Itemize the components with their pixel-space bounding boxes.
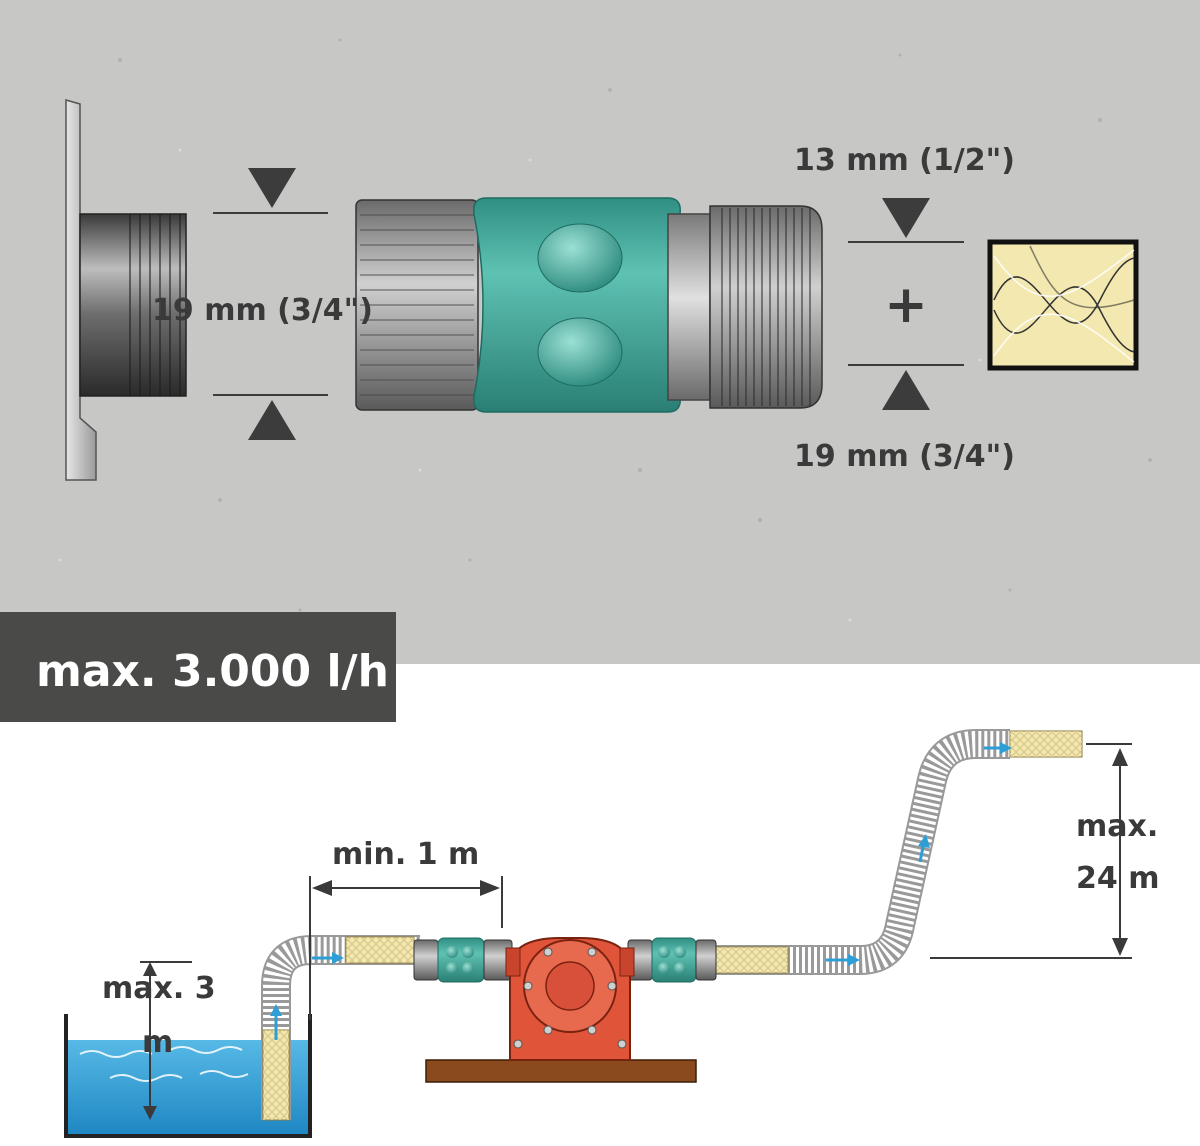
pump-outlet-connector — [627, 937, 717, 983]
delivery-height-label-line2: 24 m — [1076, 861, 1159, 896]
hose-section-icon — [987, 239, 1139, 371]
flow-rate-label: max. 3.000 l/h — [36, 646, 389, 697]
suction-height-dimension — [140, 961, 192, 1120]
flow-badge — [0, 612, 396, 722]
pump-outlet-thread — [65, 99, 187, 481]
thread-dimension-marker — [213, 168, 328, 440]
suction-hose — [261, 935, 420, 1121]
delivery-hose — [712, 729, 1083, 975]
plus-sign: + — [884, 275, 928, 335]
hose-size-small-label: 13 mm (1/2") — [794, 143, 1015, 178]
min-distance-dimension — [309, 876, 503, 1020]
min-distance-label: min. 1 m — [332, 837, 479, 872]
delivery-height-label-line1: max. — [1076, 809, 1158, 844]
hose-size-large-label: 19 mm (3/4") — [794, 439, 1015, 474]
suction-height-label-line2: m — [142, 1025, 173, 1060]
thread-size-label: 19 mm (3/4") — [152, 293, 373, 328]
pump-inlet-connector — [413, 937, 513, 983]
pump-body — [425, 937, 697, 1083]
concrete-speckles — [58, 38, 1152, 622]
delivery-height-dimension — [930, 743, 1132, 959]
suction-height-label-line1: max. 3 — [102, 971, 216, 1006]
flow-direction-arrows — [270, 742, 1012, 1040]
hose-dimension-marker — [848, 198, 964, 410]
hose-connector — [355, 197, 823, 413]
